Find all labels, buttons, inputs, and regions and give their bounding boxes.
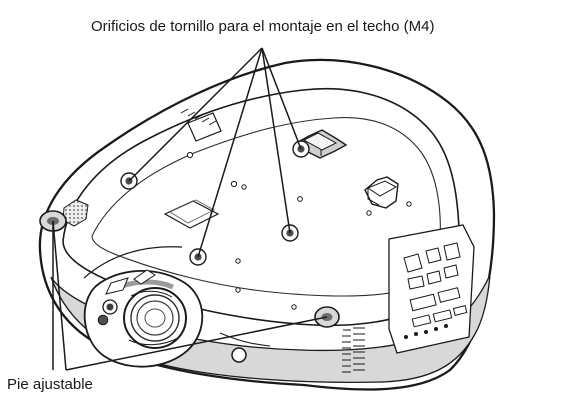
lens-assembly	[83, 269, 204, 368]
callout-lines	[52, 47, 328, 371]
ceiling-mount-label: Orificios de tornillo para el montaje en…	[91, 18, 435, 35]
top-tab-left	[187, 112, 222, 142]
adjustable-foot-label: Pie ajustable	[7, 376, 93, 393]
front-sensor	[231, 347, 247, 363]
vent-marks	[180, 108, 217, 126]
rear-connector-panel	[388, 224, 475, 354]
side-vents	[342, 327, 365, 373]
